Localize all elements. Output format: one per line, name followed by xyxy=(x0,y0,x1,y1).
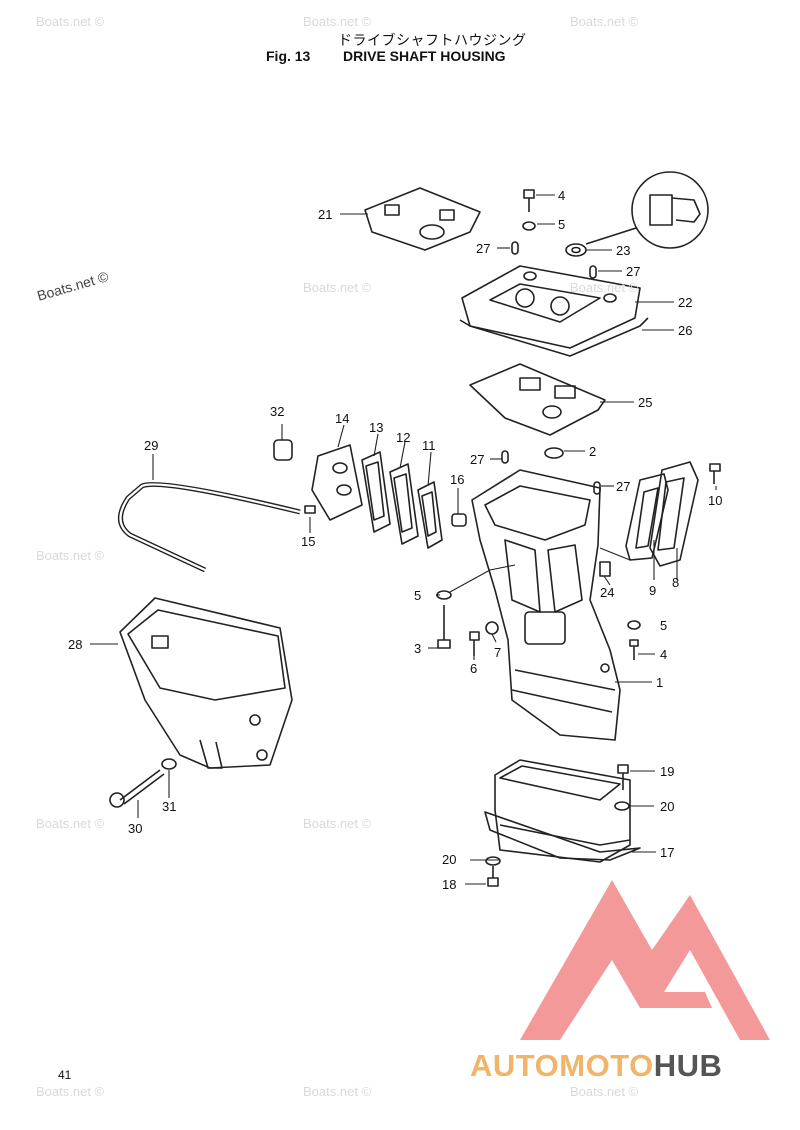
callout-2: 2 xyxy=(589,444,596,459)
callout-7: 7 xyxy=(494,645,501,660)
part-8-cover xyxy=(649,461,699,567)
part-1-housing xyxy=(471,469,621,741)
callout-24: 24 xyxy=(600,585,614,600)
page-number: 41 xyxy=(58,1068,72,1082)
callout-30: 30 xyxy=(128,821,142,836)
watermark: Boats.net © xyxy=(570,1084,639,1099)
callout-6: 6 xyxy=(470,661,477,676)
callout-8: 8 xyxy=(672,575,679,590)
part-12-plate xyxy=(389,463,419,545)
callouts: 21 4 5 27 23 27 22 26 25 2 27 27 10 9 8 … xyxy=(68,188,722,892)
watermark: Boats.net © xyxy=(303,280,372,295)
callout-27: 27 xyxy=(616,479,630,494)
callout-32: 32 xyxy=(270,404,284,419)
title-japanese: ドライブシャフトハウジング xyxy=(338,33,527,49)
callout-1: 1 xyxy=(656,675,663,690)
callout-11: 11 xyxy=(422,438,436,453)
callout-18: 18 xyxy=(442,877,456,892)
callout-27: 27 xyxy=(470,452,484,467)
watermark: Boats.net © xyxy=(36,816,105,831)
callout-12: 12 xyxy=(396,430,410,445)
part-17-plate xyxy=(494,759,631,863)
callout-23: 23 xyxy=(616,243,630,258)
watermark: Boats.net © xyxy=(570,14,639,29)
callout-29: 29 xyxy=(144,438,158,453)
part-21-gasket xyxy=(364,187,481,251)
part-11-gasket xyxy=(417,481,443,549)
callout-4: 4 xyxy=(558,188,565,203)
callout-25: 25 xyxy=(638,395,652,410)
callout-19: 19 xyxy=(660,764,674,779)
callout-14: 14 xyxy=(335,411,349,426)
callout-5: 5 xyxy=(558,217,565,232)
callout-27: 27 xyxy=(626,264,640,279)
callout-3: 3 xyxy=(414,641,421,656)
watermark: Boats.net © xyxy=(303,816,372,831)
callout-5: 5 xyxy=(414,588,421,603)
brand-part-a: AUTOMOTO xyxy=(470,1048,654,1083)
watermark: Boats.net © xyxy=(36,14,105,29)
part-25-gasket xyxy=(469,363,606,436)
brand-wordmark: AUTOMOTOHUB xyxy=(470,1048,722,1084)
callout-21: 21 xyxy=(318,207,332,222)
callout-5: 5 xyxy=(660,618,667,633)
callout-26: 26 xyxy=(678,323,692,338)
brand-part-b: HUB xyxy=(653,1048,723,1083)
callout-4: 4 xyxy=(660,647,667,662)
callout-10: 10 xyxy=(708,493,722,508)
callout-28: 28 xyxy=(68,637,82,652)
callout-20: 20 xyxy=(660,799,674,814)
callout-17: 17 xyxy=(660,845,674,860)
callout-9: 9 xyxy=(649,583,656,598)
part-26-gasket xyxy=(459,317,649,357)
callout-13: 13 xyxy=(369,420,383,435)
part-29-strip xyxy=(118,482,301,573)
watermark: Boats.net © xyxy=(570,280,639,295)
callout-16: 16 xyxy=(450,472,464,487)
callout-22: 22 xyxy=(678,295,692,310)
callout-15: 15 xyxy=(301,534,315,549)
watermark: Boats.net © xyxy=(303,14,372,29)
watermark: Boats.net © xyxy=(303,1084,372,1099)
part-9-gasket xyxy=(625,473,669,561)
callout-20: 20 xyxy=(442,852,456,867)
callout-27: 27 xyxy=(476,241,490,256)
brand-logo-mark xyxy=(520,880,770,1040)
page-title: DRIVE SHAFT HOUSING xyxy=(343,48,506,64)
part-30-bolt xyxy=(119,769,161,801)
part-28-under-cover xyxy=(119,597,293,769)
figure-number: Fig. 13 xyxy=(266,48,311,64)
part-14-cover xyxy=(311,444,363,521)
watermark: Boats.net © xyxy=(36,1084,105,1099)
watermark: Boats.net © xyxy=(36,548,105,563)
callout-31: 31 xyxy=(162,799,176,814)
